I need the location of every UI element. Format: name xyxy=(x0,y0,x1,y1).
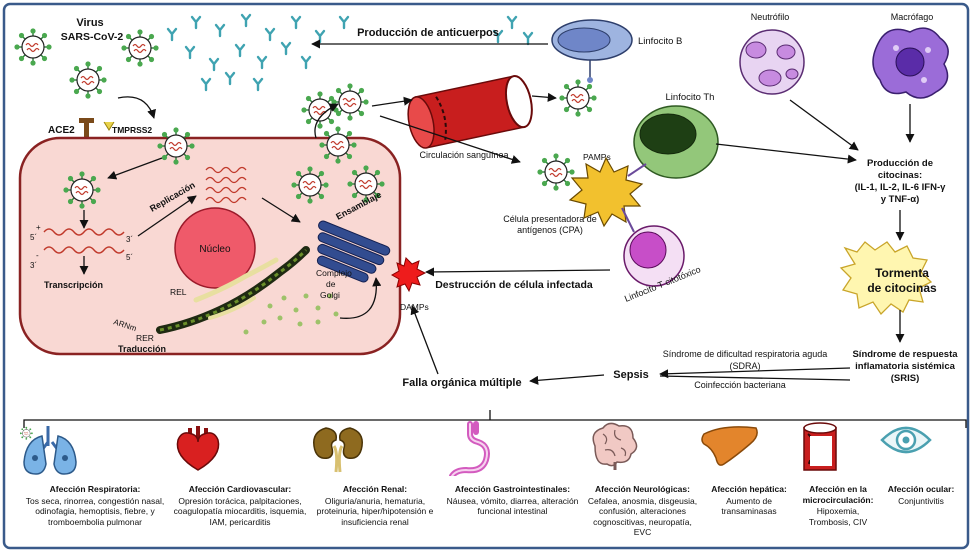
virus-label: Virus xyxy=(76,17,103,29)
organ-respiratory: Afección Respiratoria: Tos seca, rinorre… xyxy=(20,420,170,548)
multi-organ-failure-label: Falla orgánica múltiple xyxy=(402,377,521,389)
golgi-label-3: Golgi xyxy=(320,290,340,300)
organ-title: Afección en la microcirculación: xyxy=(802,484,874,505)
organ-description: Náusea, vómito, diarrea, alteración func… xyxy=(446,495,579,517)
neutrophil-label: Neutrófilo xyxy=(751,12,790,22)
cytokines-label-4: y TNF-α) xyxy=(881,194,920,205)
organ-description: Tos seca, rinorrea, congestión nasal, od… xyxy=(25,495,165,527)
organ-description: Aumento de transaminasas xyxy=(721,495,777,517)
organ-title: Afección hepática: xyxy=(711,484,787,494)
cytokine-storm-label-1: Tormenta xyxy=(875,266,929,280)
organ-description: Opresión torácica, palpitaciones, coagul… xyxy=(173,495,307,527)
antibody-production-label: Producción de anticuerpos xyxy=(357,27,499,39)
virus-icon xyxy=(330,82,370,122)
three-prime-a: 3´ xyxy=(126,235,133,244)
organ-title: Afección Neurológicas: xyxy=(595,484,690,494)
damps-label: DAMPs xyxy=(400,302,429,312)
blood-vessel xyxy=(407,75,533,149)
virus-icon xyxy=(290,165,330,205)
destruction-label: Destrucción de célula infectada xyxy=(435,279,593,291)
organ-title: Afección Respiratoria: xyxy=(49,484,141,494)
stomach-icon xyxy=(449,421,490,476)
cytokine-storm xyxy=(839,241,933,316)
sepsis-label: Sepsis xyxy=(613,369,648,381)
cpa-label-2: antígenos (CPA) xyxy=(517,225,583,235)
organ-neurological: Afección Neurológicas: Cefalea, anosmia,… xyxy=(585,420,700,548)
organ-renal: Afección Renal: Oliguria/anuria, hematur… xyxy=(310,420,440,548)
virus-icon xyxy=(156,126,196,166)
sris-label-3: (SRIS) xyxy=(891,373,920,384)
golgi-label-2: de xyxy=(326,279,336,289)
five-prime-a: 5´ xyxy=(30,233,37,242)
organ-ocular: Afección ocular: Conjuntivitis xyxy=(878,420,964,548)
b-lymphocyte-label: Linfocito B xyxy=(638,36,682,47)
ace2-label: ACE2 xyxy=(48,125,75,136)
pamps-label: PAMPs xyxy=(583,152,611,162)
organ-cardiovascular: Afección Cardiovascular: Opresión toráci… xyxy=(170,420,310,548)
kidney-icon xyxy=(313,427,363,473)
virus-icon xyxy=(558,78,598,118)
translation-label: Traducción xyxy=(118,344,166,354)
cytokine-storm-label-2: de citocinas xyxy=(867,281,937,295)
coinfection-label: Coinfección bacteriana xyxy=(694,380,786,390)
organ-hepatic: Afección hepática: Aumento de transamina… xyxy=(700,420,798,548)
organ-title: Afección Cardiovascular: xyxy=(188,484,292,494)
virus-name-label: SARS-CoV-2 xyxy=(61,31,124,43)
endoplasmic-reticulum xyxy=(156,246,310,334)
transcription-label: Transcripción xyxy=(44,280,103,290)
damps-burst xyxy=(390,257,427,293)
sris-label-1: Síndrome de respuesta xyxy=(852,349,958,360)
sris-label-2: inflamatoria sistémica xyxy=(855,361,956,372)
heart-icon xyxy=(176,426,220,471)
cytokines-label-3: (IL-1, IL-2, IL-6 IFN-γ xyxy=(855,182,946,193)
cytokines-label-1: Producción de xyxy=(867,158,933,169)
nucleus xyxy=(174,207,256,289)
organ-description: Cefalea, anosmia, disgeusia, confusión, … xyxy=(587,495,698,538)
organ-title: Afección Renal: xyxy=(342,484,408,494)
rer-label: RER xyxy=(136,333,154,343)
three-prime-b: 3´ xyxy=(30,261,37,270)
th-lymphocyte-label: Linfocito Th xyxy=(666,92,715,103)
organ-microcirculation: Afección en la microcirculación: Hipoxem… xyxy=(798,420,878,548)
tmprss2-label: TMPRSS2 xyxy=(112,125,152,135)
sdra-label-1: Síndrome de dificultad respiratoria agud… xyxy=(663,349,828,359)
eye-icon xyxy=(880,426,932,454)
organ-description: Hipoxemia, Trombosis, CIV xyxy=(808,506,868,527)
organ-gastrointestinal: Afección Gastrointestinales: Náusea, vóm… xyxy=(440,420,585,548)
organ-bracket xyxy=(23,410,967,428)
virus-icon xyxy=(300,90,340,130)
organ-title: Afección ocular: xyxy=(887,484,955,494)
virus-icon xyxy=(536,152,576,192)
vessel-icon xyxy=(803,422,837,471)
sdra-label-2: (SDRA) xyxy=(730,361,761,371)
liver-icon xyxy=(701,426,758,466)
lung-icon xyxy=(20,426,77,475)
antigen-presenting-cell xyxy=(568,156,644,228)
virus-icon xyxy=(62,170,102,210)
nucleus-label: Núcleo xyxy=(199,244,231,255)
ace2-receptor-icon xyxy=(79,118,115,138)
golgi-complex xyxy=(316,220,391,283)
organ-title: Afección Gastrointestinales: xyxy=(454,484,571,494)
golgi-label-1: Complejo xyxy=(316,268,352,278)
five-prime-b: 5´ xyxy=(126,253,133,262)
organ-description: Conjuntivitis xyxy=(898,495,944,506)
circulation-label: Circulación sanguínea xyxy=(419,150,508,160)
minus-label: - xyxy=(36,251,39,260)
virus-icon xyxy=(318,125,358,165)
cpa-label-1: Célula presentadora de xyxy=(503,214,597,224)
brain-icon xyxy=(592,422,638,470)
macrophage-label: Macrófago xyxy=(891,12,934,22)
cytokines-label-2: citocinas: xyxy=(878,170,922,181)
organ-description: Oliguria/anuria, hematuria, proteinuria,… xyxy=(316,495,434,527)
plus-label: + xyxy=(36,223,41,232)
rel-label: REL xyxy=(170,287,187,297)
